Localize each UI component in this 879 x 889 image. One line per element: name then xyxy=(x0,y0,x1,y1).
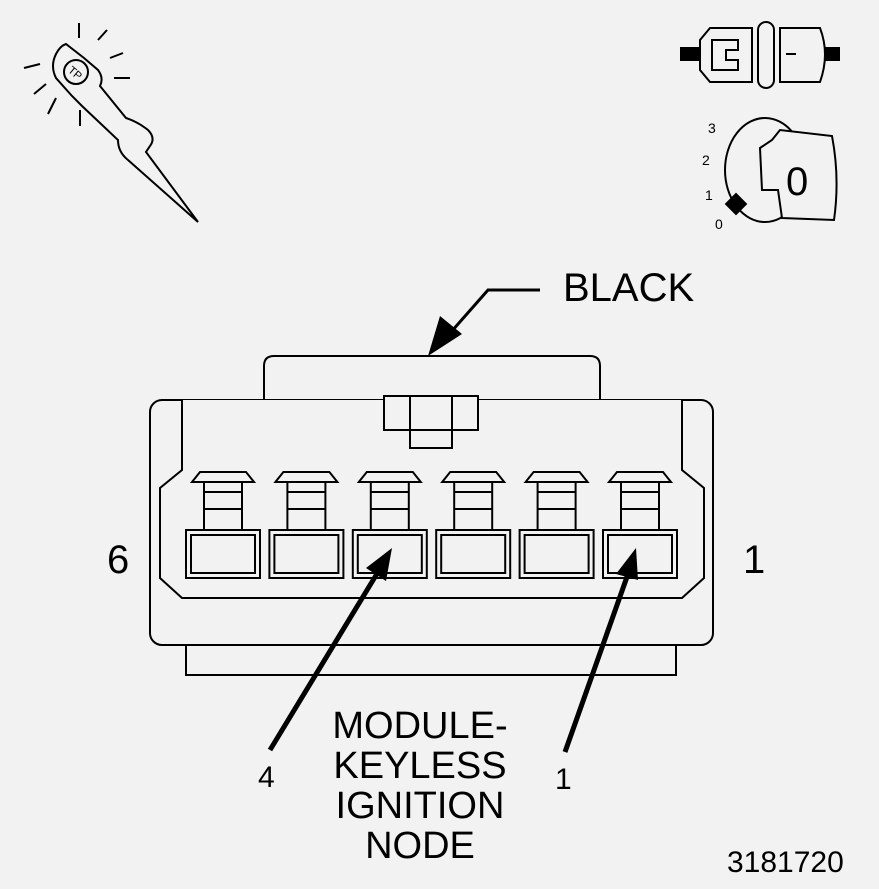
pin-4-callout-line xyxy=(267,570,381,752)
terminal-cavity xyxy=(435,471,512,579)
pin-1-callout-arrowhead xyxy=(616,548,638,580)
component-name: MODULE- KEYLESS IGNITION NODE xyxy=(290,706,550,866)
ignition-current-position: 0 xyxy=(786,160,809,204)
pin-callout-label-right: 1 xyxy=(555,763,572,796)
pin-1-callout-line xyxy=(562,573,631,753)
component-name-line: IGNITION xyxy=(335,785,505,827)
color-callout-arrow xyxy=(428,288,540,356)
cavity-end-label-right: 1 xyxy=(743,538,766,582)
cavity-end-label-left: 6 xyxy=(107,538,130,582)
cavity-group xyxy=(185,471,678,579)
ignition-position-label: 2 xyxy=(702,152,710,168)
ignition-position-label: 0 xyxy=(715,216,723,232)
terminal-cavity xyxy=(185,471,261,579)
disconnected-connector-icon xyxy=(680,21,840,89)
ignition-position-label: 3 xyxy=(708,120,716,136)
connector-top-shroud xyxy=(263,355,601,400)
pin-callout-arrows xyxy=(267,548,638,753)
pin-4-callout-arrowhead xyxy=(366,548,392,581)
connector-latch xyxy=(383,395,479,449)
component-name-line: NODE xyxy=(365,825,475,867)
terminal-cavity xyxy=(351,471,428,579)
terminal-cavity xyxy=(602,471,678,579)
component-name-line: MODULE- xyxy=(332,705,508,747)
ignition-switch-icon xyxy=(724,117,838,223)
pin-callout-label-left: 4 xyxy=(258,761,275,794)
terminal-cavity xyxy=(518,471,595,579)
component-name-line: KEYLESS xyxy=(333,745,507,787)
figure-number: 3181720 xyxy=(727,846,844,879)
terminal-cavity xyxy=(268,471,345,579)
connector-color-label: BLACK xyxy=(563,266,695,310)
probe-spark-lines xyxy=(23,23,130,126)
test-probe-icon: TP xyxy=(23,23,199,223)
ignition-position-label: 1 xyxy=(705,187,713,203)
